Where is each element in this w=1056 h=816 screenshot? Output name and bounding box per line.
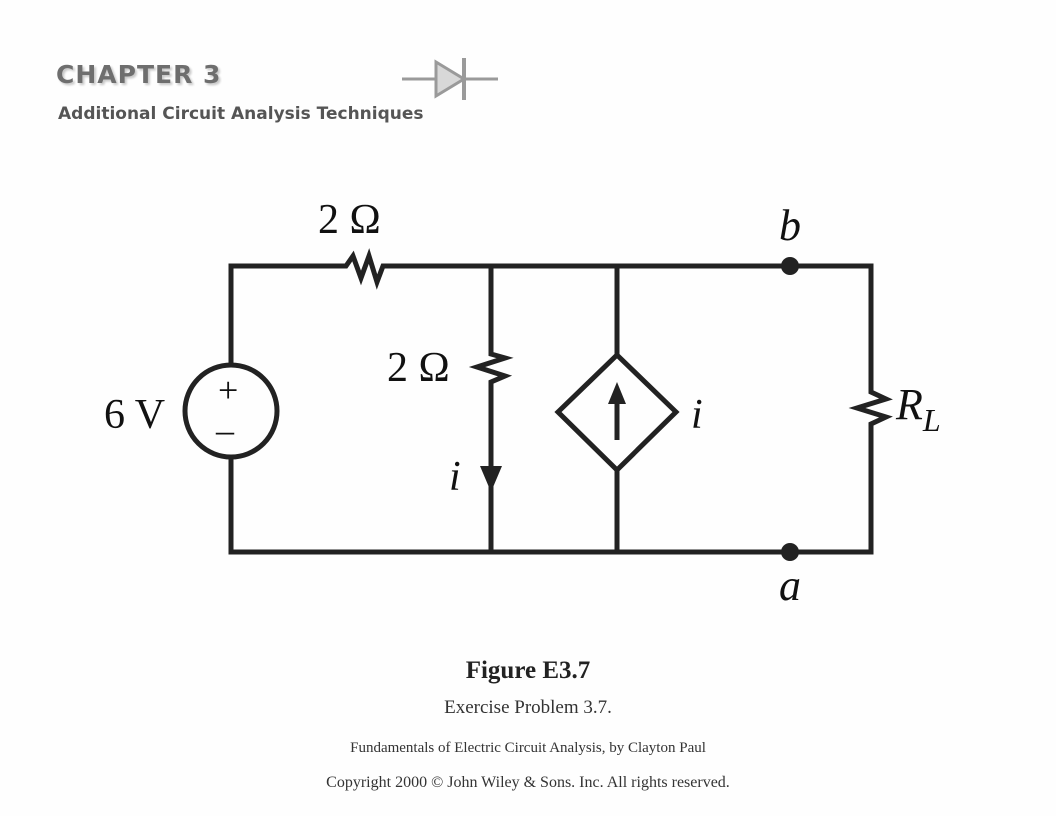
top-wire <box>228 248 874 290</box>
load-resistor-branch <box>848 263 893 555</box>
diode-icon <box>402 58 498 100</box>
node-a-dot <box>781 543 799 561</box>
chapter-banner: CHAPTER 3 Additional Circuit Analysis Te… <box>48 46 498 150</box>
voltage-source-label: 6 V <box>104 392 165 438</box>
dependent-source-label: i <box>691 392 703 438</box>
load-resistor-symbol: R <box>895 380 923 429</box>
node-b-dot <box>781 257 799 275</box>
shunt-resistor-branch <box>468 263 514 555</box>
source-plus-sign: + <box>218 370 238 410</box>
current-arrow <box>480 466 502 492</box>
node-b-label: b <box>779 201 801 250</box>
node-a-label: a <box>779 561 801 610</box>
series-resistor-label: 2 Ω <box>318 197 381 243</box>
figure-description: Exercise Problem 3.7. <box>444 697 612 718</box>
book-credit: Fundamentals of Electric Circuit Analysi… <box>350 740 706 756</box>
shunt-resistor-label: 2 Ω <box>387 345 450 391</box>
chapter-title: CHAPTER 3 <box>56 60 222 89</box>
chapter-subtitle: Additional Circuit Analysis Techniques <box>58 104 424 124</box>
source-minus-sign: – <box>215 410 235 450</box>
circuit-diagram: 2 Ω 2 Ω 6 V + – i i RL b a <box>104 197 941 610</box>
load-resistor-label: RL <box>895 380 941 438</box>
voltage-source <box>182 362 280 460</box>
source-arrow-head <box>608 382 626 404</box>
figure-title: Figure E3.7 <box>465 657 591 684</box>
load-resistor-subscript: L <box>922 402 941 438</box>
current-label: i <box>449 454 461 500</box>
copyright-notice: Copyright 2000 © John Wiley & Sons. Inc.… <box>326 774 730 791</box>
